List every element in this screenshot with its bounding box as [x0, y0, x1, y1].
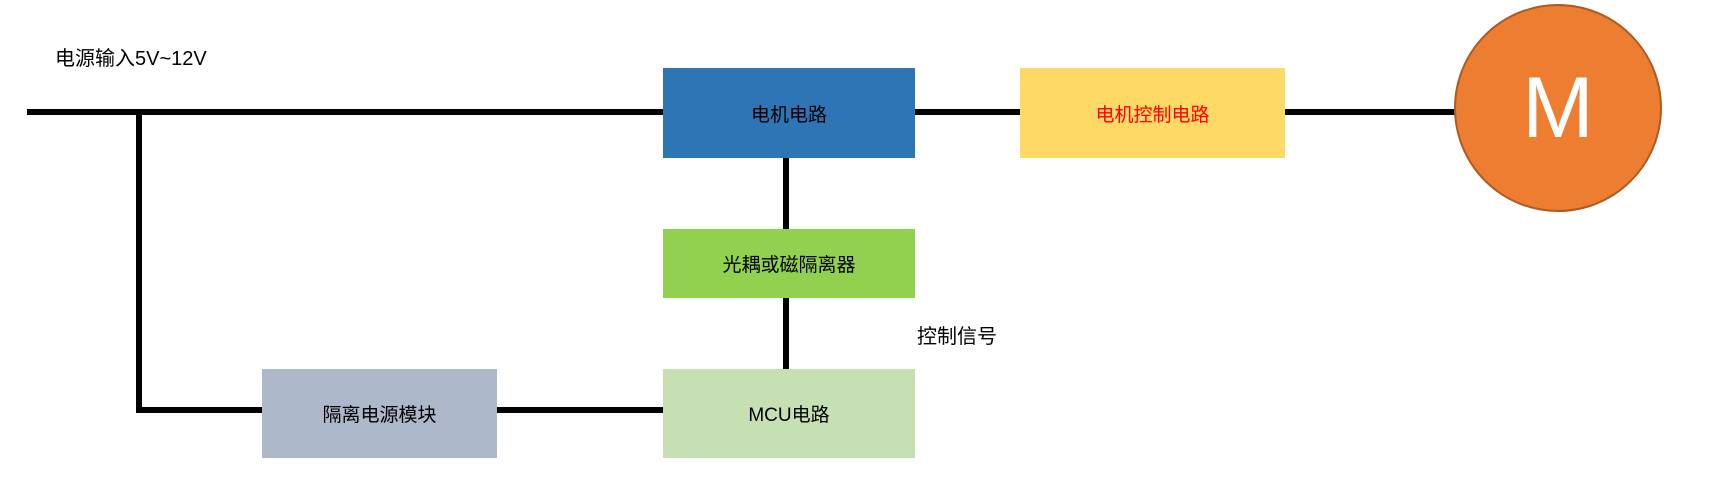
node-motor-circuit: 电机电路 [663, 68, 915, 158]
node-motor-circuit-label: 电机电路 [750, 104, 827, 126]
node-isolator-label: 光耦或磁隔离器 [722, 255, 856, 276]
node-isolator: 光耦或磁隔离器 [663, 229, 915, 298]
connector-motor-circuit-to-isolator [783, 158, 789, 229]
connector-isolator-to-mcu [783, 298, 789, 369]
connector-motor-circuit-to-control [915, 109, 1020, 115]
connector-power-branch-vertical [136, 109, 142, 413]
motor-m-glyph: M [1522, 59, 1594, 156]
node-isolated-power-module: 隔离电源模块 [262, 369, 497, 458]
connector-module-to-mcu [497, 407, 663, 413]
power-input-label: 电源输入5V~12V [55, 48, 207, 70]
node-motor-symbol: M [1454, 4, 1662, 212]
control-signal-label: 控制信号 [917, 326, 997, 348]
node-isolated-power-module-label: 隔离电源模块 [322, 405, 437, 426]
connector-power-branch-to-module [136, 407, 262, 413]
connector-power-to-motor-circuit [27, 109, 663, 115]
node-motor-control-circuit-label: 电机控制电路 [1095, 104, 1210, 126]
connector-control-to-motor [1285, 109, 1455, 115]
node-mcu-circuit-label: MCU电路 [748, 405, 830, 426]
node-mcu-circuit: MCU电路 [663, 369, 915, 458]
node-motor-control-circuit: 电机控制电路 [1020, 68, 1285, 158]
